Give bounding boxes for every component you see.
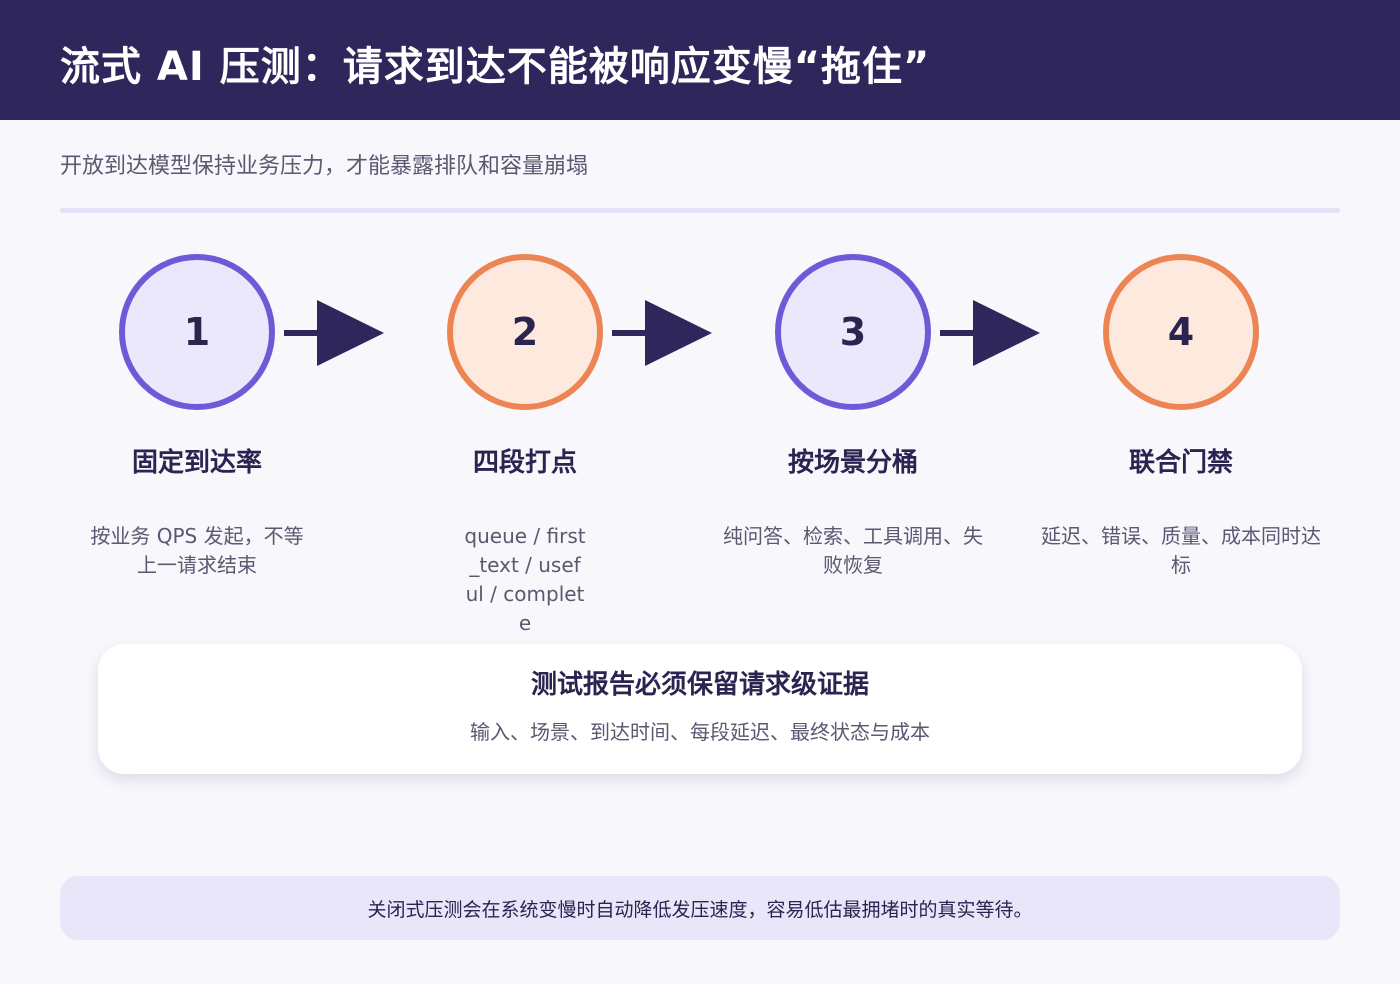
arrow-right-icon [612, 300, 712, 366]
evidence-card: 测试报告必须保留请求级证据 输入、场景、到达时间、每段延迟、最终状态与成本 [98, 644, 1302, 774]
step-2-number-circle: 2 [447, 254, 603, 410]
evidence-card-title: 测试报告必须保留请求级证据 [530, 670, 869, 700]
step-3-number-circle: 3 [775, 254, 931, 410]
step-2-title: 四段打点 [472, 448, 577, 478]
step-1-title: 固定到达率 [131, 448, 262, 478]
step-3-description: 纯问答、检索、工具调用、失败恢复 [723, 524, 983, 577]
page-subtitle: 开放到达模型保持业务压力，才能暴露排队和容量崩塌 [60, 154, 589, 179]
evidence-card-text: 输入、场景、到达时间、每段延迟、最终状态与成本 [470, 720, 930, 744]
header-banner: 流式 AI 压测：请求到达不能被响应变慢“拖住” [0, 0, 1400, 120]
arrow-right-icon [284, 300, 384, 366]
step-3-title: 按场景分桶 [787, 448, 918, 478]
step-1-number-circle: 1 [119, 254, 275, 410]
step-1-description: 按业务 QPS 发起，不等上一请求结束 [90, 524, 304, 577]
step-1: 1 固定到达率 按业务 QPS 发起，不等上一请求结束 [32, 252, 362, 652]
footer-note: 关闭式压测会在系统变慢时自动降低发压速度，容易低估最拥堵时的真实等待。 [60, 876, 1340, 940]
step-3: 3 按场景分桶 纯问答、检索、工具调用、失败恢复 [688, 252, 1018, 652]
step-4-number-circle: 4 [1103, 254, 1259, 410]
page-title: 流式 AI 压测：请求到达不能被响应变慢“拖住” [60, 44, 931, 90]
step-4-title: 联合门禁 [1128, 448, 1233, 478]
arrow-right-icon [940, 300, 1040, 366]
step-4: 4 联合门禁 延迟、错误、质量、成本同时达标 [1016, 252, 1346, 652]
step-2-description: queue / first_text / useful / complete [464, 524, 586, 635]
step-4-description: 延迟、错误、质量、成本同时达标 [1041, 524, 1321, 577]
divider [60, 208, 1340, 213]
step-2: 2 四段打点 queue / first_text / useful / com… [360, 252, 690, 652]
